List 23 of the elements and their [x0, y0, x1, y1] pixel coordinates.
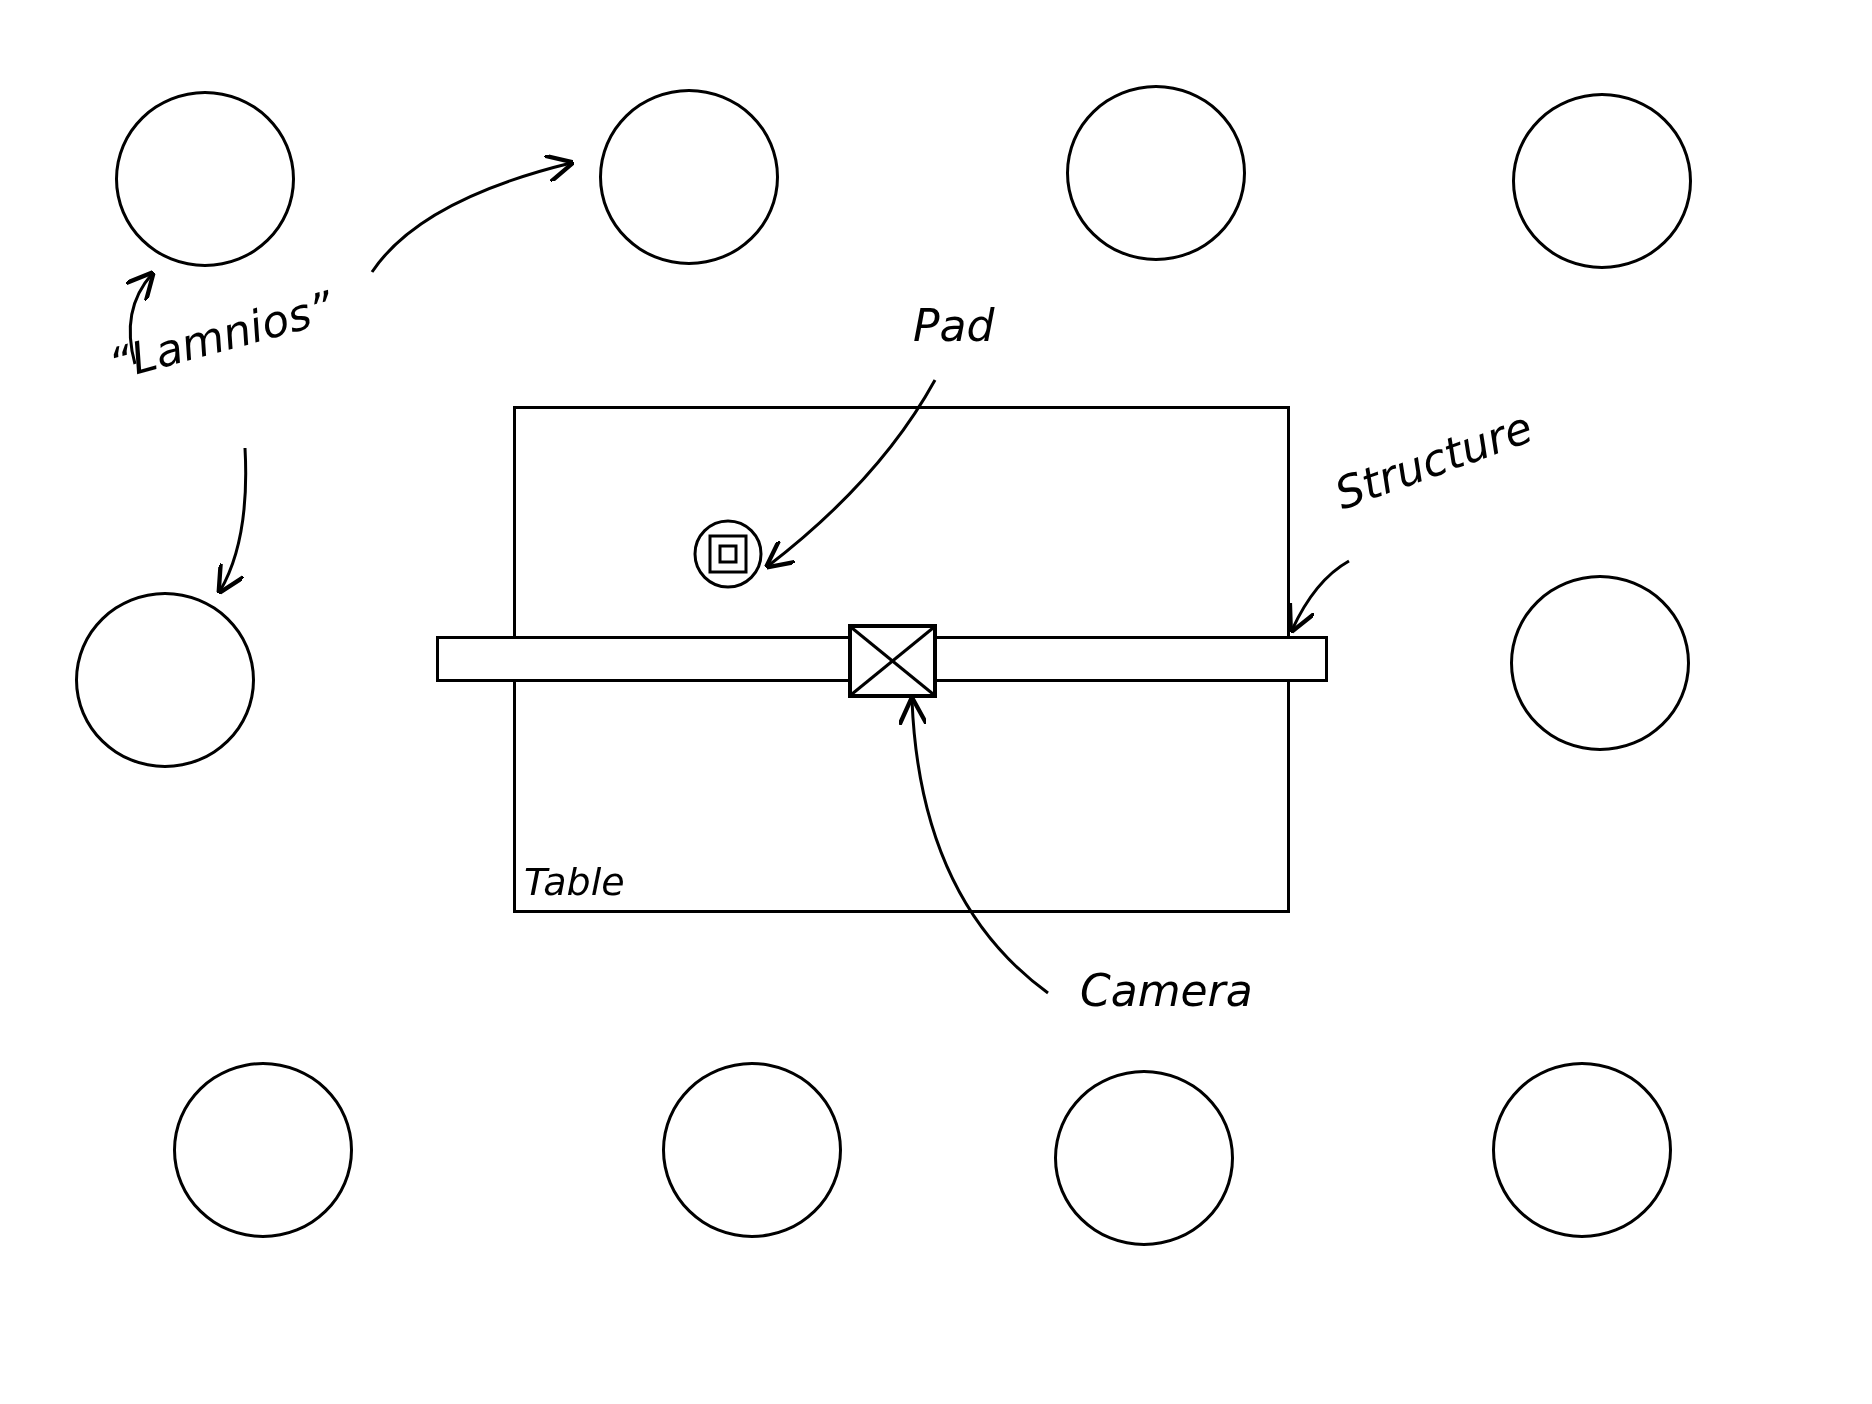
circle — [115, 91, 295, 267]
pad-label: Pad — [913, 300, 995, 351]
table-outline — [513, 406, 1290, 913]
pad-drawing — [692, 518, 764, 590]
structure-bar — [436, 636, 1328, 682]
leader-arrow — [216, 447, 248, 596]
circle — [662, 1062, 842, 1238]
table-label: Table — [524, 860, 625, 904]
leader-arrow — [763, 379, 937, 570]
circle — [1510, 575, 1690, 751]
camera-drawing — [848, 624, 937, 698]
circle — [1492, 1062, 1672, 1238]
circle — [173, 1062, 353, 1238]
leader-arrow — [1288, 559, 1350, 635]
circle — [1054, 1070, 1234, 1246]
circle — [75, 592, 255, 768]
circle — [1066, 85, 1246, 261]
circle — [1512, 93, 1692, 269]
circle — [599, 89, 779, 265]
leader-arrow — [124, 269, 156, 365]
camera-label: Camera — [1080, 965, 1253, 1016]
leader-arrow — [370, 153, 576, 273]
leader-arrow — [898, 695, 1049, 995]
